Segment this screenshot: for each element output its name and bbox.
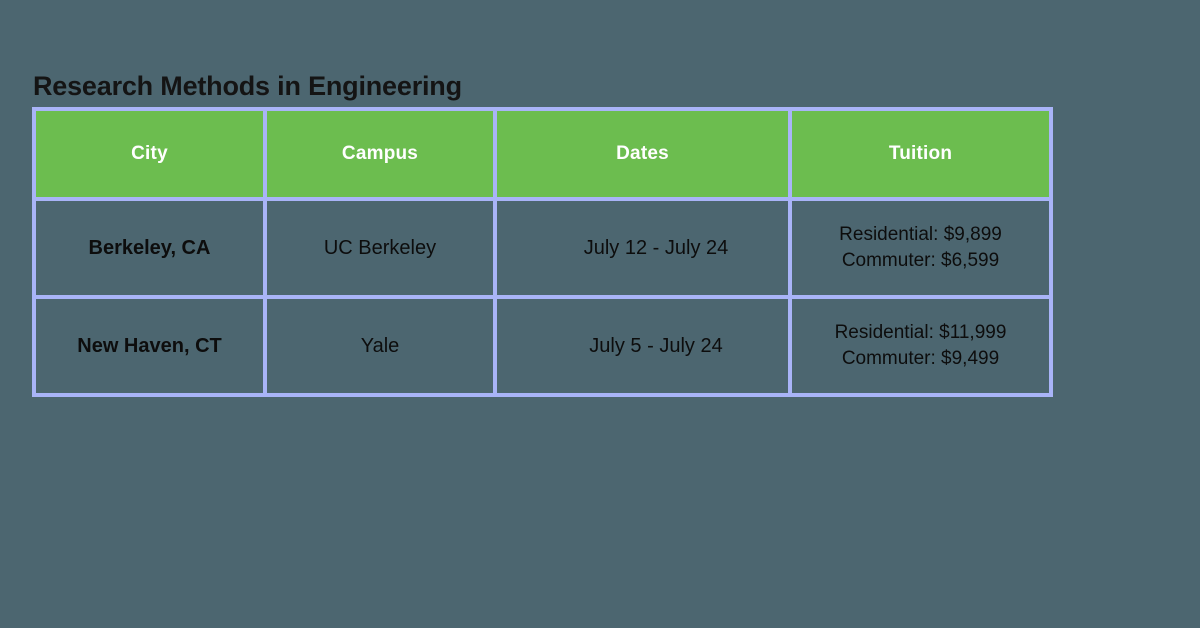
table-row: New Haven, CT Yale July 5 - July 24 Resi…	[32, 295, 1053, 397]
cell-campus: UC Berkeley	[263, 197, 497, 299]
cell-city: New Haven, CT	[32, 295, 267, 397]
table-header-row: City Campus Dates Tuition	[32, 107, 1053, 201]
tuition-line-residential: Residential: $11,999	[834, 322, 1007, 343]
column-header-dates: Dates	[493, 107, 792, 201]
page-title: Research Methods in Engineering	[33, 71, 462, 101]
cell-city: Berkeley, CA	[32, 197, 267, 299]
cell-tuition: Residential: $9,899 Commuter: $6,599	[788, 197, 1053, 299]
cell-dates: July 5 - July 24	[493, 295, 792, 397]
cell-dates: July 12 - July 24	[493, 197, 792, 299]
table-row: Berkeley, CA UC Berkeley July 12 - July …	[32, 197, 1053, 299]
tuition-line-commuter: Commuter: $9,499	[841, 348, 1000, 369]
program-table: City Campus Dates Tuition Berkeley, CA U…	[32, 107, 1053, 397]
column-header-tuition: Tuition	[788, 107, 1053, 201]
column-header-campus: Campus	[263, 107, 497, 201]
tuition-line-residential: Residential: $9,899	[839, 224, 1002, 245]
tuition-line-commuter: Commuter: $6,599	[841, 250, 1000, 271]
cell-campus: Yale	[263, 295, 497, 397]
cell-tuition: Residential: $11,999 Commuter: $9,499	[788, 295, 1053, 397]
column-header-city: City	[32, 107, 267, 201]
